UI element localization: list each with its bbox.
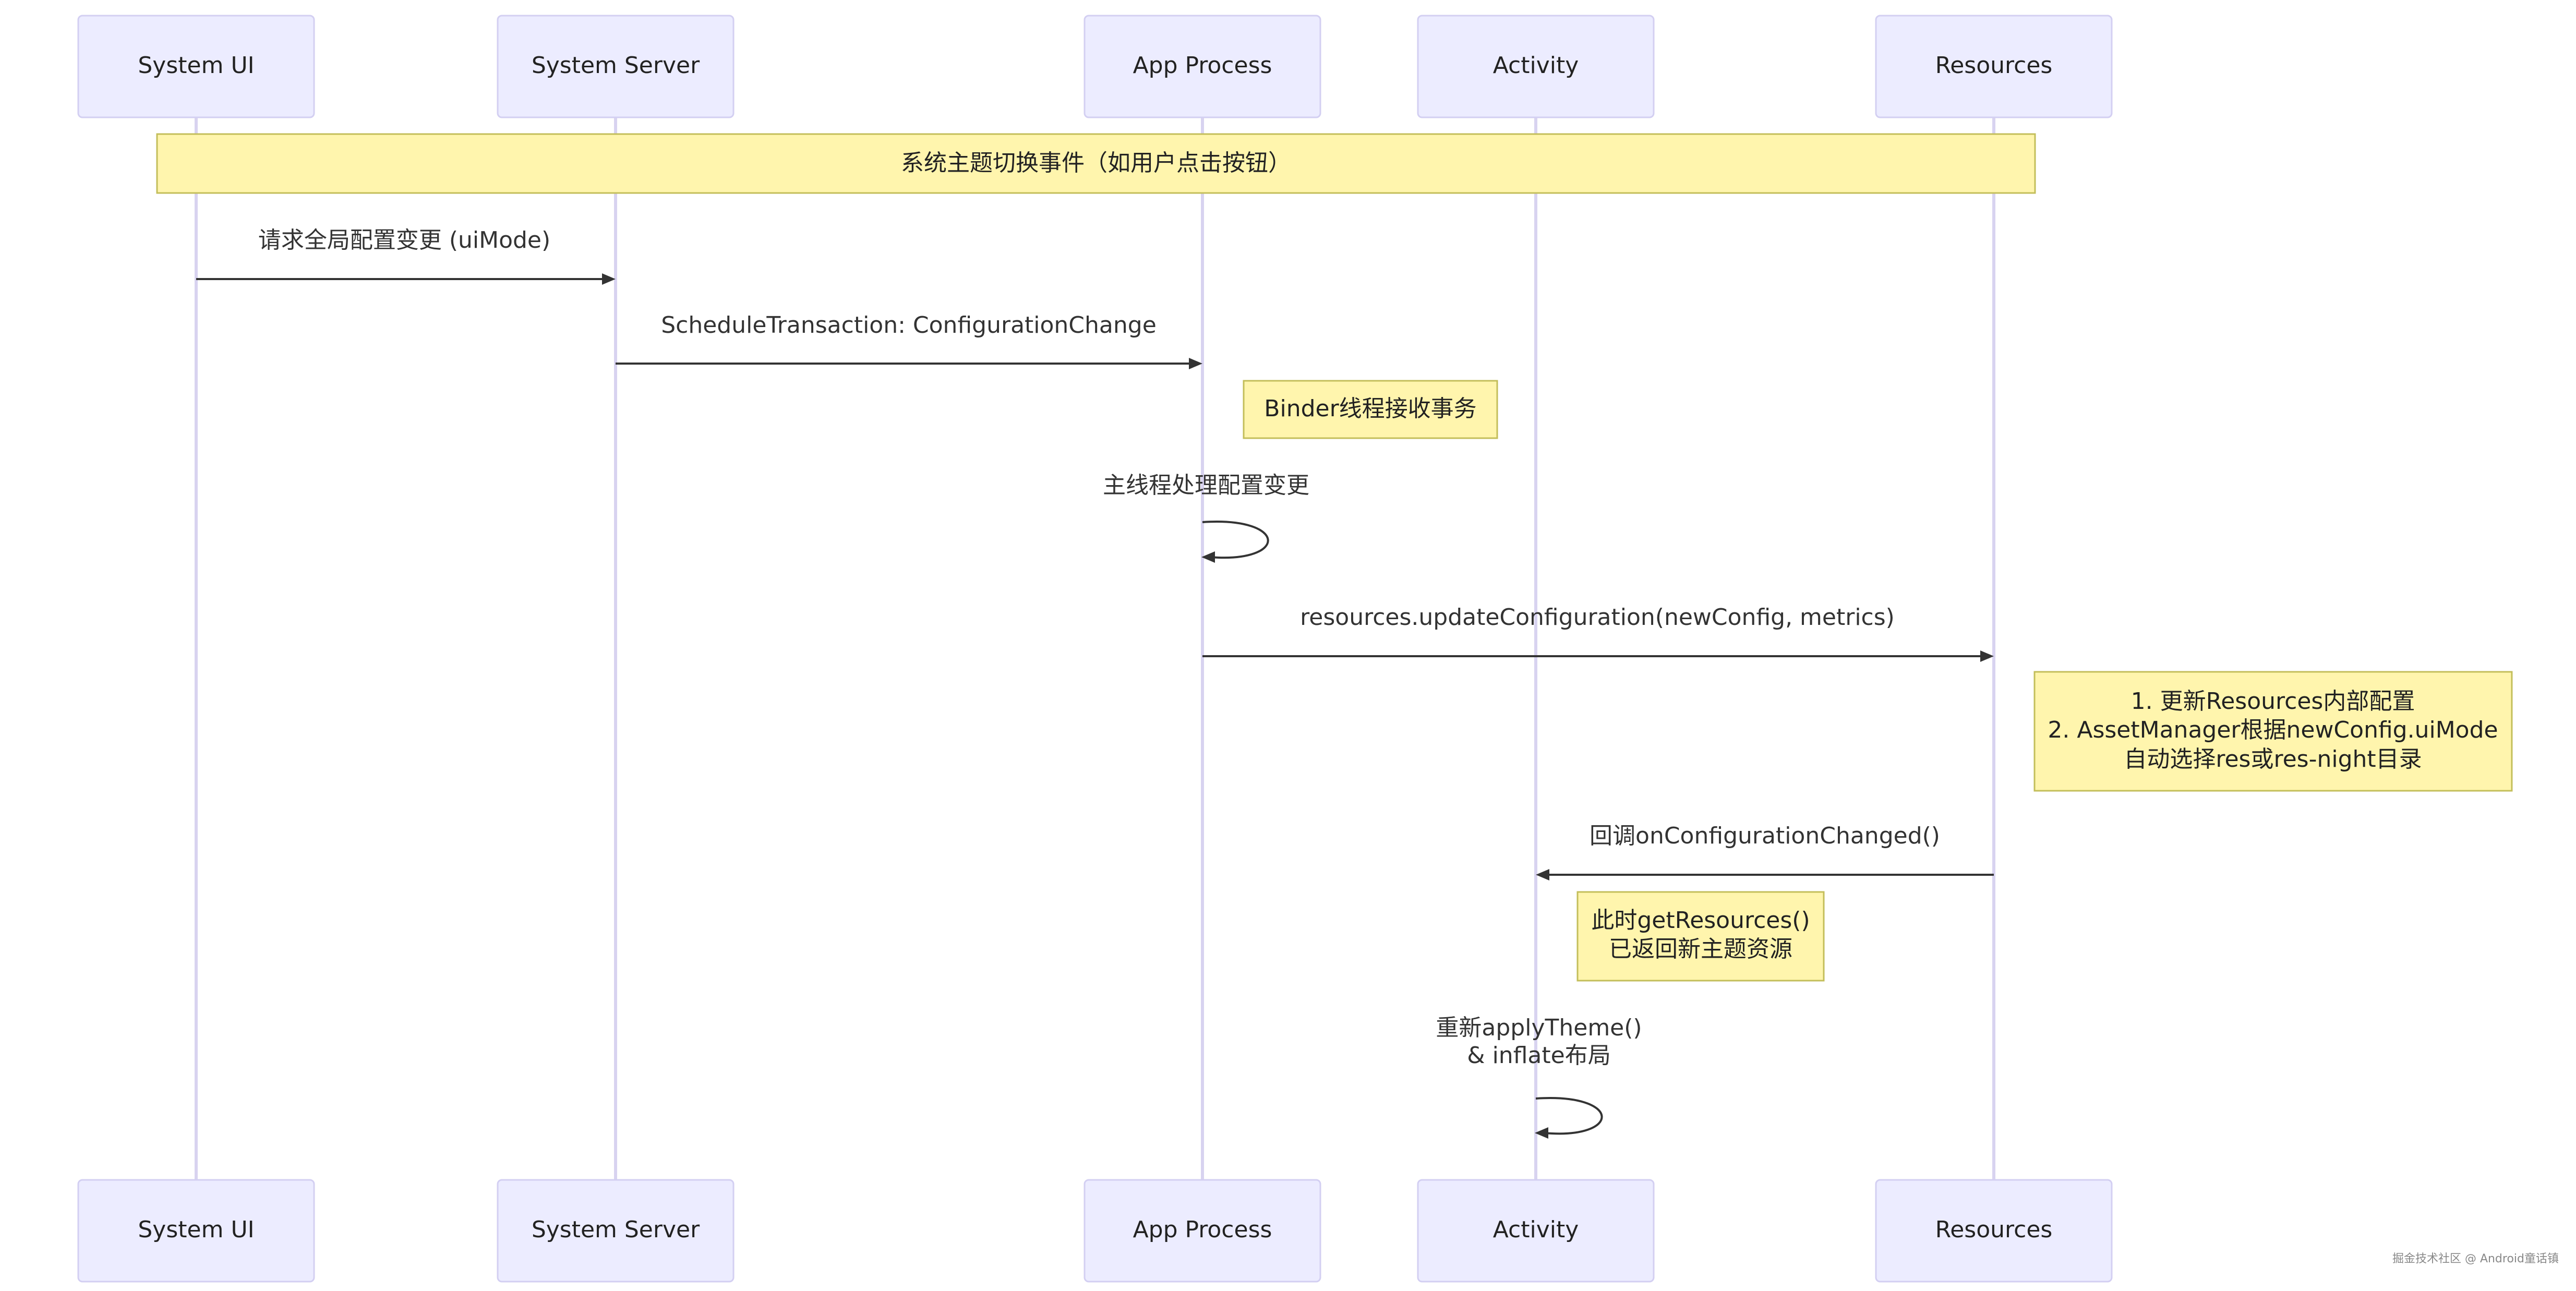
arrowhead-icon bbox=[1189, 358, 1202, 369]
participant-label: Resources bbox=[1935, 52, 2053, 79]
message-label: resources.updateConfiguration(newConfig,… bbox=[1300, 604, 1895, 631]
note-text: 系统主题切换事件（如用户点击按钮） bbox=[901, 150, 1291, 176]
participant-bottom-system-server: System Server bbox=[497, 1179, 735, 1283]
message-label: 主线程处理配置变更 bbox=[1103, 472, 1309, 499]
participant-label: Activity bbox=[1493, 1216, 1579, 1243]
participant-bottom-activity: Activity bbox=[1417, 1179, 1655, 1283]
participant-top-activity: Activity bbox=[1417, 15, 1655, 118]
note-binder-thread: Binder线程接收事务 bbox=[1243, 380, 1498, 439]
participant-top-system-server: System Server bbox=[497, 15, 735, 118]
participant-bottom-app-process: App Process bbox=[1084, 1179, 1321, 1283]
note-text: Binder线程接收事务 bbox=[1264, 395, 1476, 422]
message-label: 回调onConfigurationChanged() bbox=[1590, 823, 1940, 849]
message-label: 重新applyTheme() bbox=[1436, 1015, 1642, 1041]
message-update-configuration: resources.updateConfiguration(newConfig,… bbox=[1202, 604, 1994, 662]
message-main-thread-handle: 主线程处理配置变更 bbox=[1103, 472, 1309, 563]
note-theme-switch-event: 系统主题切换事件（如用户点击按钮） bbox=[156, 133, 2036, 194]
message-request-config-change: 请求全局配置变更 (uiMode) bbox=[196, 227, 616, 285]
participant-label: System Server bbox=[532, 1216, 700, 1243]
participant-label: Activity bbox=[1493, 52, 1579, 79]
participant-label: System UI bbox=[138, 52, 254, 79]
message-label: 请求全局配置变更 (uiMode) bbox=[258, 227, 550, 254]
note-line: 此时getResources() bbox=[1591, 907, 1810, 934]
message-label: & inflate布局 bbox=[1467, 1042, 1610, 1069]
participant-label: App Process bbox=[1133, 52, 1272, 79]
participant-bottom-system-ui: System UI bbox=[77, 1179, 315, 1283]
watermark: 掘金技术社区 @ Android童话镇 bbox=[2392, 1252, 2559, 1265]
arrowhead-icon bbox=[1201, 551, 1215, 563]
note-resources-update: 1. 更新Resources内部配置 2. AssetManager根据newC… bbox=[2033, 671, 2513, 792]
arrowhead-icon bbox=[602, 273, 616, 285]
participant-label: System UI bbox=[138, 1216, 254, 1243]
message-label: ScheduleTransaction: ConfigurationChange bbox=[661, 312, 1157, 339]
arrowhead-icon bbox=[1535, 1127, 1548, 1139]
arrowhead-icon bbox=[1980, 650, 1994, 662]
message-reapply-theme: 重新applyTheme() & inflate布局 bbox=[1436, 1015, 1642, 1139]
participant-label: App Process bbox=[1133, 1216, 1272, 1243]
note-line: 已返回新主题资源 bbox=[1609, 936, 1792, 962]
participant-label: Resources bbox=[1935, 1216, 2053, 1243]
message-callback-config-changed: 回调onConfigurationChanged() bbox=[1536, 823, 1994, 880]
message-schedule-transaction: ScheduleTransaction: ConfigurationChange bbox=[616, 312, 1202, 369]
arrowhead-icon bbox=[1536, 869, 1549, 880]
participant-label: System Server bbox=[532, 52, 700, 79]
note-line: 2. AssetManager根据newConfig.uiMode bbox=[2048, 717, 2498, 743]
participant-top-app-process: App Process bbox=[1084, 15, 1321, 118]
note-line: 1. 更新Resources内部配置 bbox=[2131, 688, 2415, 715]
participant-bottom-resources: Resources bbox=[1875, 1179, 2113, 1283]
participant-top-resources: Resources bbox=[1875, 15, 2113, 118]
note-get-resources: 此时getResources() 已返回新主题资源 bbox=[1576, 891, 1825, 982]
participant-top-system-ui: System UI bbox=[77, 15, 315, 118]
note-line: 自动选择res或res-night目录 bbox=[2124, 746, 2422, 773]
